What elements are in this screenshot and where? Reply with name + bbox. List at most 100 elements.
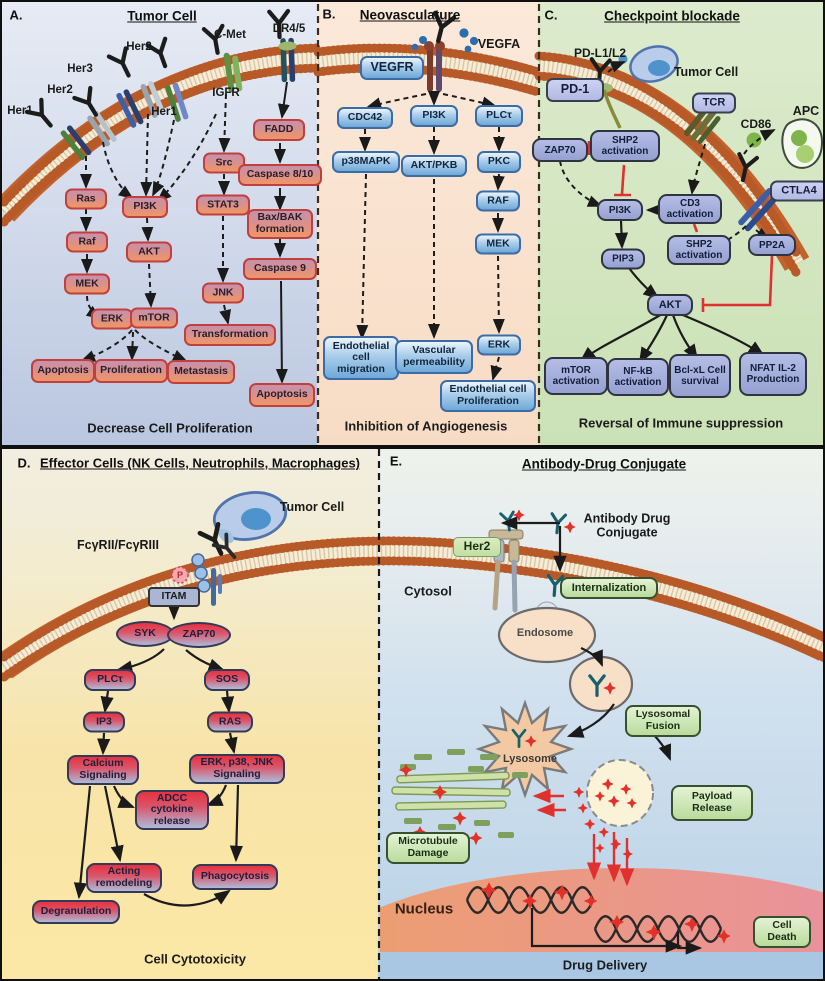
cmet-label: C-Met [214,29,246,41]
her1-mid-label: Her1 [151,106,177,118]
panel-d-footer: Cell Cytotoxicity [144,951,246,967]
node-zap70-c: ZAP70 [532,138,588,162]
panel-c-solid-arrows [579,203,765,364]
panel-e-footer: Drug Delivery [562,957,648,973]
node-mtor-a: mTOR [130,307,178,329]
dr45-receptor-icon [278,37,297,83]
node-caspase810: Caspase 8/10 [238,164,322,186]
panel-d-background [2,448,378,979]
node-nfat: NFAT IL-2 Production [739,352,807,396]
node-jnk: JNK [202,282,244,304]
her1-left-label: Her1 [7,105,33,117]
node-fadd: FADD [253,119,305,141]
vegfr-receptor-icon [424,41,445,92]
cytosol-label: Cytosol [404,583,452,599]
node-pi3k-c: PI3K [597,199,643,221]
node-acting-remodeling: Acting remodeling [86,863,162,893]
node-apoptosis-right: Apoptosis [249,383,315,407]
nucleus-label: Nucleus [394,900,454,918]
panel-d-title: Effector Cells (NK Cells, Neutrophils, M… [39,455,361,471]
node-metastasis: Metastasis [167,360,235,384]
panel-b-dashed-arrows [356,91,505,381]
node-ras: Ras [65,188,107,210]
row-divider [2,445,823,449]
node-endo-migration: Endothelial cell migration [323,336,399,380]
panel-b-letter: B. [322,6,336,22]
node-raf: Raf [66,231,108,253]
node-vegfr: VEGFR [360,56,424,80]
node-aktpkb: AKT/PKB [401,155,467,177]
node-pkc: PKC [477,151,521,173]
node-transformation: Transformation [184,324,276,346]
node-calcium-signaling: Calcium Signaling [67,755,139,785]
tumor-cell-label-d: Tumor Cell [279,500,345,514]
panel-a-solid-arrows [274,81,290,384]
node-degranulation: Degranulation [32,900,120,924]
node-payload-release: Payload Release [671,785,753,821]
her2-box: Her2 [453,537,501,557]
panel-d-letter: D. [17,455,31,471]
adc-label: Antibody Drug Conjugate [583,511,671,539]
node-mtor-activation: mTOR activation [544,357,608,395]
lysosome-label: Lysosome [502,753,558,765]
node-proliferation: Proliferation [94,359,168,383]
vegfa-label: VEGFA [477,37,521,51]
panel-a-letter: A. [9,7,23,23]
panel-e-letter: E. [389,453,403,469]
panel-c-footer: Reversal of Immune suppression [578,415,784,431]
node-pip3: PIP3 [601,248,645,270]
vegfa-ligand-dots [411,28,479,53]
phospho-p-label: P [176,570,184,580]
node-ip3: IP3 [83,711,125,733]
apc-cell [746,118,823,169]
phosphorylation-badge [171,566,189,584]
bottom-strip [380,952,823,979]
apc-label: APC [792,104,820,118]
node-cd3: CD3 activation [658,194,722,224]
ctla4-receptor-icon [738,188,780,232]
microtubule-shapes [391,749,528,846]
node-erk-a: ERK [91,308,133,330]
her3-label: Her3 [67,63,93,75]
node-tcr: TCR [692,92,736,114]
payload-vesicle-shape [586,759,654,827]
node-baxbak: Bax/BAK formation [247,209,313,239]
panel-e-red-arrows [532,788,635,887]
node-erk-p38-jnk: ERK, p38, JNK Signaling [189,754,285,784]
node-vascular-permeability: Vascular permeability [395,340,473,374]
node-cdc42: CDC42 [337,107,393,129]
node-apoptosis-left: Apoptosis [31,359,95,383]
cd86-label: CD86 [740,117,772,131]
panel-a-title: Tumor Cell [127,8,197,24]
panel-a-dashed-arrows [80,93,232,362]
fcr-label: FcγRII/FcγRIII [77,538,159,552]
tumor-cell-label-c: Tumor Cell [673,65,739,79]
node-pi3k-b: PI3K [410,105,458,127]
node-microtubule-damage: Microtubule Damage [386,832,470,864]
node-sos: SOS [204,669,250,691]
node-caspase9: Caspase 9 [243,258,317,280]
node-adcc: ADCC cytokine release [135,790,209,830]
node-plcg-d: PLCτ [84,669,136,691]
node-cell-death: Cell Death [753,916,811,948]
endosome-shape [497,601,597,664]
node-lysosomal-fusion: Lysosomal Fusion [625,705,701,737]
node-akt-c: AKT [647,294,693,316]
her-receptor-icons [60,37,297,161]
her2-left-label: Her2 [47,84,73,96]
node-phagocytosis: Phagocytosis [192,864,278,890]
panel-e-title: Antibody-Drug Conjugate [521,456,687,472]
node-mek-a: MEK [64,273,110,295]
node-p38mapk: p38MAPK [332,151,400,173]
node-pp2a: PP2A [748,234,796,256]
igfr-label: IGFR [212,87,240,99]
node-pd1: PD-1 [546,78,604,102]
node-itam: ITAM [148,587,200,607]
node-endo-proliferation: Endothelial cell Proliferation [440,380,536,412]
membrane-panel-d-e [2,536,823,682]
node-mek-b: MEK [475,233,521,255]
node-plcg-b: PLCτ [475,105,523,127]
node-akt-a: AKT [126,241,172,263]
tumor-cell-panel-d [212,491,288,544]
